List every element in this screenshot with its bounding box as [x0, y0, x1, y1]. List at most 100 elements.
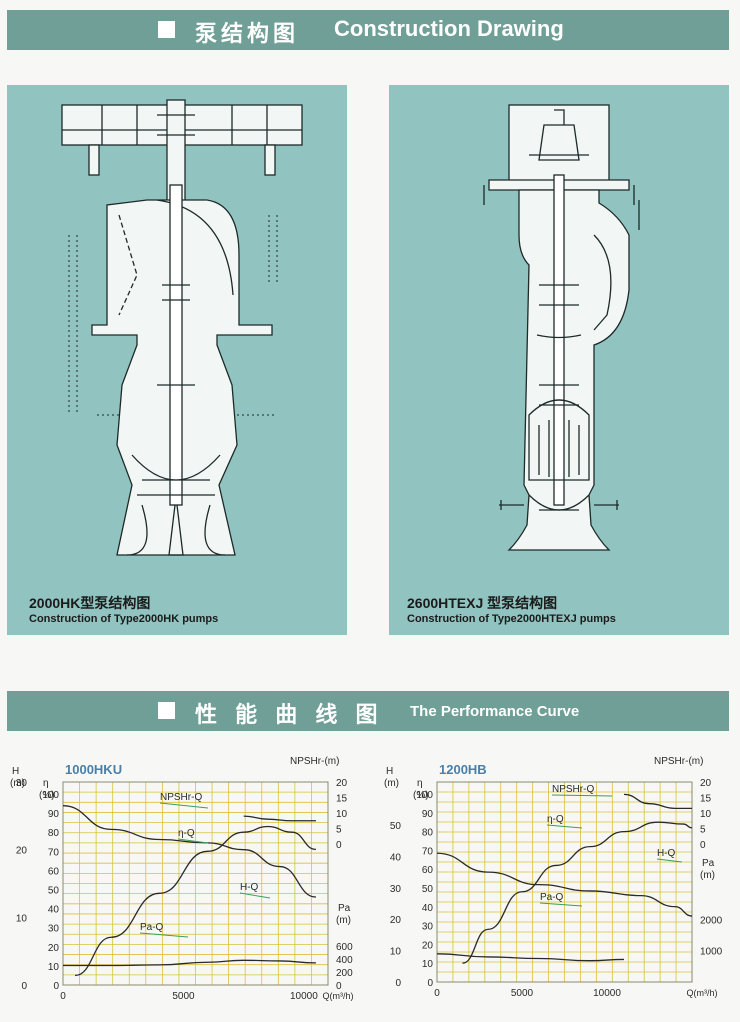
x-tick-label: 5000	[172, 991, 195, 1002]
h-tick-label: 20	[16, 846, 28, 857]
npshr-tick-label: 20	[336, 778, 348, 789]
h-tick-label: 0	[21, 981, 27, 992]
eta-axis-unit: (%)	[413, 790, 429, 801]
series-npshr-q-leader	[551, 794, 613, 797]
npshr-axis-label: NPSHr-(m)	[654, 756, 703, 767]
series-pa-q-label: Pa-Q	[540, 892, 564, 903]
h-axis-unit: (m)	[10, 778, 25, 789]
eta-tick-label: 0	[53, 981, 59, 992]
eta-tick-label: 40	[422, 903, 434, 914]
npshr-tick-label: 5	[700, 825, 706, 836]
pa-axis-unit: (m)	[700, 870, 715, 881]
npshr-tick-label: 15	[336, 794, 348, 805]
eta-tick-label: 100	[42, 790, 59, 801]
npshr-axis-label: NPSHr-(m)	[290, 756, 339, 767]
series-pa-q-line	[436, 953, 625, 962]
eta-tick-label: 90	[48, 809, 60, 820]
series-npshr-q-label: NPSHr-Q	[160, 792, 202, 803]
x-tick-label: 0	[60, 991, 66, 1002]
h-tick-label: 50	[390, 821, 402, 832]
plot-frame	[62, 781, 329, 986]
drawing-panel-2600htexj: 2600HTEXJ 型泵结构图 Construction of Type2000…	[389, 85, 729, 635]
plot-frame	[436, 781, 693, 983]
eta-tick-label: 30	[48, 924, 60, 935]
performance-title-cn: 性 能 曲 线 图	[195, 702, 384, 727]
series-h-q-line	[436, 852, 693, 917]
eta-axis-label: η	[43, 778, 49, 789]
eta-axis-unit: (%)	[39, 790, 55, 801]
series-eta-q-line	[74, 825, 317, 977]
series-npshr-q-line	[623, 793, 692, 809]
eta-tick-label: 50	[422, 884, 434, 895]
drawing-panel-2000hk: 2000HK型泵结构图 Construction of Type2000HK p…	[7, 85, 347, 635]
pump-2600htexj-drawing	[483, 104, 640, 551]
npshr-tick-label: 10	[336, 809, 348, 820]
drawing-caption-en: Construction of Type2000HTEXJ pumps	[407, 613, 616, 625]
npshr-tick-label: 0	[336, 840, 342, 851]
drawing-caption-en: Construction of Type2000HK pumps	[29, 613, 219, 625]
series-eta-q-label: η-Q	[178, 828, 195, 839]
pa-axis-label: Pa	[338, 903, 351, 914]
series-pa-q-line	[63, 959, 316, 967]
npshr-tick-label: 0	[700, 840, 706, 851]
series-eta-q-leader	[546, 824, 583, 829]
npshr-tick-label: 10	[700, 809, 712, 820]
x-axis-label: Q(m³/h)	[323, 991, 354, 1001]
eta-tick-label: 70	[48, 847, 60, 858]
series-h-q-leader	[656, 858, 683, 863]
pa-tick-label: 0	[336, 981, 342, 992]
h-tick-label: 30	[16, 778, 28, 789]
eta-tick-label: 60	[48, 866, 60, 877]
pa-axis-label: Pa	[702, 858, 715, 869]
npshr-tick-label: 20	[700, 778, 712, 789]
eta-tick-label: 70	[422, 846, 434, 857]
h-axis-label: H	[386, 766, 393, 777]
series-h-q-leader	[239, 892, 271, 899]
series-h-q-label: H-Q	[240, 882, 259, 893]
series-eta-q-line	[462, 821, 693, 964]
npshr-tick-label: 15	[700, 794, 712, 805]
npshr-tick-label: 5	[336, 825, 342, 836]
eta-tick-label: 80	[422, 828, 434, 839]
eta-tick-label: 90	[422, 809, 434, 820]
pa-tick-label: 400	[336, 955, 353, 966]
series-h-q-label: H-Q	[657, 848, 676, 859]
series-npshr-q-line	[243, 815, 316, 822]
pa-tick-label: 200	[336, 968, 353, 979]
h-tick-label: 20	[390, 915, 402, 926]
construction-title-cn: 泵结构图	[195, 21, 300, 46]
series-eta-q-label: η-Q	[547, 814, 564, 825]
eta-tick-label: 100	[416, 790, 433, 801]
x-tick-label: 0	[434, 988, 440, 999]
h-tick-label: 40	[390, 852, 402, 863]
eta-tick-label: 60	[422, 865, 434, 876]
pump-2000hk-drawing	[61, 99, 303, 556]
eta-tick-label: 20	[422, 940, 434, 951]
series-pa-q-leader	[539, 902, 583, 907]
series-pa-q-label: Pa-Q	[140, 922, 164, 933]
h-tick-label: 0	[395, 978, 401, 989]
eta-tick-label: 40	[48, 905, 60, 916]
eta-tick-label: 10	[422, 959, 434, 970]
pa-axis-unit: (m)	[336, 915, 351, 926]
x-tick-label: 10000	[593, 988, 621, 999]
eta-tick-label: 0	[427, 978, 433, 989]
performance-title-en: The Performance Curve	[410, 703, 580, 720]
eta-tick-label: 20	[48, 943, 60, 954]
drawing-caption-cn: 2600HTEXJ 型泵结构图	[407, 595, 558, 611]
h-tick-label: 30	[390, 884, 402, 895]
square-bullet-icon	[158, 702, 175, 719]
eta-axis-label: η	[417, 778, 423, 789]
h-axis-unit: (m)	[384, 778, 399, 789]
h-tick-label: 10	[390, 947, 402, 958]
x-axis-label: Q(m³/h)	[687, 988, 718, 998]
pa-tick-label: 1000	[700, 947, 723, 958]
series-npshr-q-leader	[159, 802, 209, 809]
pa-tick-label: 2000	[700, 915, 723, 926]
series-eta-q-leader	[177, 838, 209, 844]
h-tick-label: 10	[16, 913, 28, 924]
drawing-caption-cn: 2000HK型泵结构图	[29, 595, 151, 611]
eta-tick-label: 10	[48, 962, 60, 973]
series-pa-q-leader	[139, 932, 189, 938]
